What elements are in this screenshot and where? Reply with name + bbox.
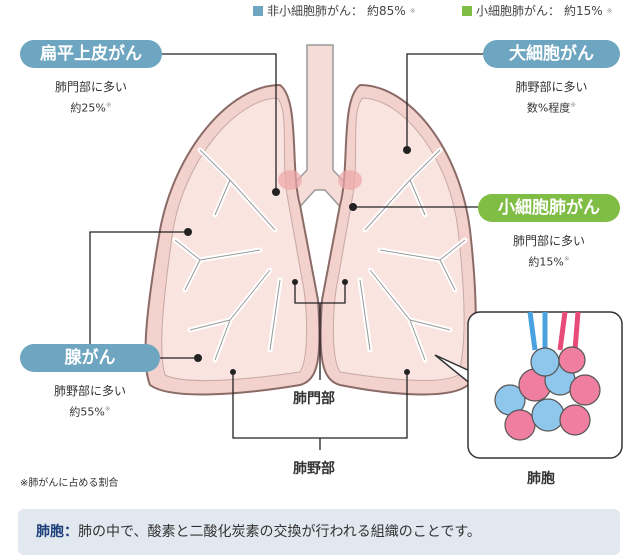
- mark: ※: [570, 101, 577, 109]
- small-cell-desc: 肺門部に多い 約15%※: [478, 232, 620, 272]
- legend-swatch: [462, 5, 472, 16]
- adenocarcinoma-desc: 肺野部に多い 約55%※: [20, 382, 160, 422]
- legend-non-small-cell: 非小細胞肺がん： 約85%※: [253, 2, 416, 19]
- ratio: 数%程度: [526, 101, 571, 115]
- alveolus-illustration: [494, 311, 601, 441]
- bronchi-outline: [174, 149, 466, 361]
- large-cell-label: 大細胞がん: [483, 40, 620, 68]
- ratio: 約15%: [528, 255, 564, 269]
- footnote: ※肺がんに占める割合: [20, 478, 119, 489]
- mark: ※: [105, 101, 112, 109]
- hilum-label: 肺門部: [293, 391, 335, 407]
- info-term: 肺胞: [36, 524, 64, 540]
- legend-label: 小細胞肺がん：: [476, 4, 561, 18]
- squamous-cell-desc: 肺門部に多い 約25%※: [20, 78, 162, 118]
- large-cell-desc: 肺野部に多い 数%程度※: [483, 78, 620, 118]
- left-lung-inner: [161, 97, 308, 382]
- periphery-label: 肺野部: [293, 461, 335, 477]
- location: 肺野部に多い: [515, 80, 588, 94]
- leader-lines: [89, 53, 483, 450]
- mark: ※: [104, 405, 111, 413]
- tumor-dots: [184, 146, 411, 375]
- info-separator: ：: [64, 524, 78, 540]
- legend-mark: ※: [606, 6, 613, 15]
- legend-mark: ※: [409, 6, 416, 15]
- lung-illustration: [89, 44, 623, 459]
- location: 肺野部に多い: [53, 384, 126, 398]
- mark: ※: [563, 255, 570, 263]
- legend-small-cell: 小細胞肺がん： 約15%※: [462, 2, 613, 19]
- legend-value: 約85%: [367, 4, 406, 18]
- location: 肺門部に多い: [512, 234, 585, 248]
- alveolus-label: 肺胞: [527, 471, 555, 487]
- small-cell-label: 小細胞肺がん: [478, 194, 620, 222]
- legend-swatch: [253, 5, 263, 16]
- adenocarcinoma-label: 腺がん: [20, 344, 160, 372]
- info-text: 肺の中で、酸素と二酸化炭素の交換が行われる組織のことです。: [78, 524, 481, 540]
- alveolus-info-box: 肺胞：肺の中で、酸素と二酸化炭素の交換が行われる組織のことです。: [18, 509, 620, 555]
- location: 肺門部に多い: [54, 80, 127, 94]
- ratio: 約55%: [69, 405, 105, 419]
- legend-value: 約15%: [564, 4, 603, 18]
- squamous-cell-label: 扁平上皮がん: [20, 40, 162, 68]
- legend-label: 非小細胞肺がん：: [267, 4, 364, 18]
- ratio: 約25%: [70, 101, 106, 115]
